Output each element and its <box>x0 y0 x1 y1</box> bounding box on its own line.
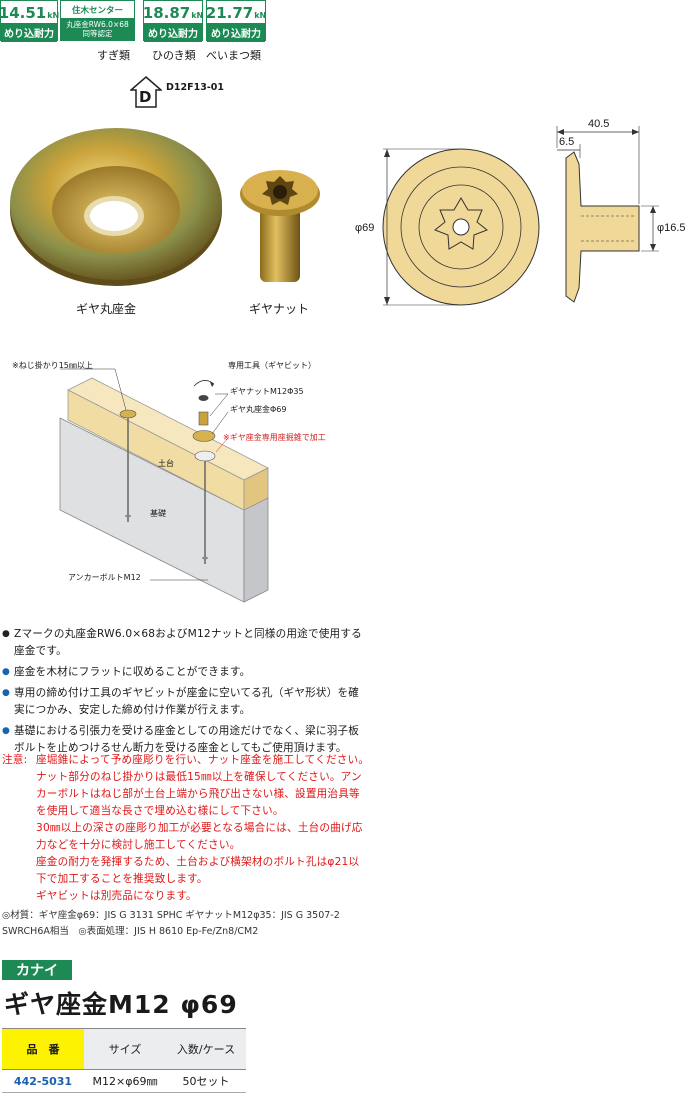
caution-line: ナット部分のねじ掛かりは最低15㎜以上を確保してください。アンカーボルトはねじ部… <box>36 771 362 817</box>
nut-photo <box>236 166 326 290</box>
strength-value: 14.51 <box>0 4 47 22</box>
strength-label: めり込耐力 <box>144 23 202 42</box>
d-mark-letter: D <box>139 88 152 106</box>
wood-type-sugi: すぎ類 <box>97 49 130 62</box>
feature-item: 基礎における引張力を受ける座金としての用途だけでなく、梁に羽子板ボルトを止めつけ… <box>2 723 368 757</box>
col-size: サイズ <box>84 1028 166 1070</box>
d-mark-icon: D <box>128 76 164 112</box>
label-sill: 土台 <box>158 459 174 468</box>
cell-size: M12×φ69㎜ <box>84 1069 166 1093</box>
cell-quantity: 50セット <box>166 1069 246 1093</box>
caution-line: 30㎜以上の深さの座彫り加工が必要となる場合には、土台の曲げ応力などを十分に検討… <box>36 822 363 851</box>
col-part-number: 品 番 <box>2 1028 84 1070</box>
table-row: 442-5031 M12×φ69㎜ 50セット <box>2 1069 246 1093</box>
dim-shaft: φ16.5 <box>657 222 686 234</box>
strength-label: めり込耐力 <box>207 23 265 42</box>
strength-value: 18.87 <box>142 4 191 22</box>
label-washer: ギヤ丸座金Φ69 <box>230 405 287 414</box>
label-tool: 専用工具（ギヤビット） <box>228 361 316 370</box>
label-foundation: 基礎 <box>150 509 166 518</box>
caution-line: ギヤビットは別売品になります。 <box>36 890 197 902</box>
dim-length: 40.5 <box>588 118 610 130</box>
caution-line: 座堀錐によって予め座彫りを行い、ナット座金を施工してください。 <box>36 754 370 766</box>
label-nut: ギヤナットM12Φ35 <box>230 387 304 396</box>
caution-head: 注意: <box>2 754 28 766</box>
cert-line2: 同等認定 <box>82 29 113 38</box>
dim-thickness: 6.5 <box>559 136 575 148</box>
col-quantity: 入数/ケース <box>166 1028 246 1070</box>
strength-unit: kN <box>47 11 60 20</box>
spec-table: 品 番 サイズ 入数/ケース 442-5031 M12×φ69㎜ 50セット <box>2 1028 246 1093</box>
caution-line: 座金の耐力を発揮するため、土台および横架材のボルト孔はφ21以下で加工することを… <box>36 856 360 885</box>
cert-org: 住木センター <box>71 5 123 16</box>
feature-item: 専用の締め付け工具のギヤビットが座金に空いてる孔（ギヤ形状）を確実につかみ、安定… <box>2 685 368 719</box>
dim-diameter: φ69 <box>355 222 375 234</box>
wood-type-hinoki: ひのき類 <box>152 49 196 62</box>
strength-unit: kN <box>191 11 204 20</box>
label-thread-note: ※ねじ掛かり15㎜以上 <box>12 361 93 370</box>
washer-photo <box>6 114 226 298</box>
feature-item: 座金を木材にフラットに収めることができます。 <box>2 664 368 681</box>
material-spec: ◎材質：ギヤ座金φ69：JIS G 3131 SPHC ギヤナットM12φ35：… <box>2 910 340 937</box>
washer-caption: ギヤ丸座金 <box>76 302 137 316</box>
wood-type-beimatsu: べいまつ類 <box>206 49 261 62</box>
cell-part-number: 442-5031 <box>2 1069 84 1093</box>
label-counterbore: ※ギヤ座金専用座掘錐で加工 <box>223 433 326 442</box>
product-code: D12F13-01 <box>166 82 224 93</box>
installation-illustration: ※ねじ掛かり15㎜以上 専用工具（ギヤビット） ギヤナットM12Φ35 ギヤ丸座… <box>0 352 370 614</box>
brand-badge: カナイ <box>2 960 72 980</box>
cert-line1: 丸座金RW6.0×68 <box>66 20 129 29</box>
feature-list: Zマークの丸座金RW6.0×68およびM12ナットと同様の用途で使用する座金です… <box>2 626 368 761</box>
technical-drawing: 40.5 6.5 φ69 φ16.5 <box>355 118 690 322</box>
strength-value: 21.77 <box>205 4 254 22</box>
strength-unit: kN <box>254 11 267 20</box>
product-title: ギヤ座金M12 φ69 <box>4 990 238 1019</box>
label-anchor: アンカーボルトM12 <box>68 573 141 582</box>
caution-block: 注意: 座堀錐によって予め座彫りを行い、ナット座金を施工してください。 ナット部… <box>2 752 370 905</box>
strength-label: めり込耐力 <box>1 23 57 42</box>
nut-caption: ギヤナット <box>249 302 310 316</box>
feature-item: Zマークの丸座金RW6.0×68およびM12ナットと同様の用途で使用する座金です… <box>2 626 368 660</box>
